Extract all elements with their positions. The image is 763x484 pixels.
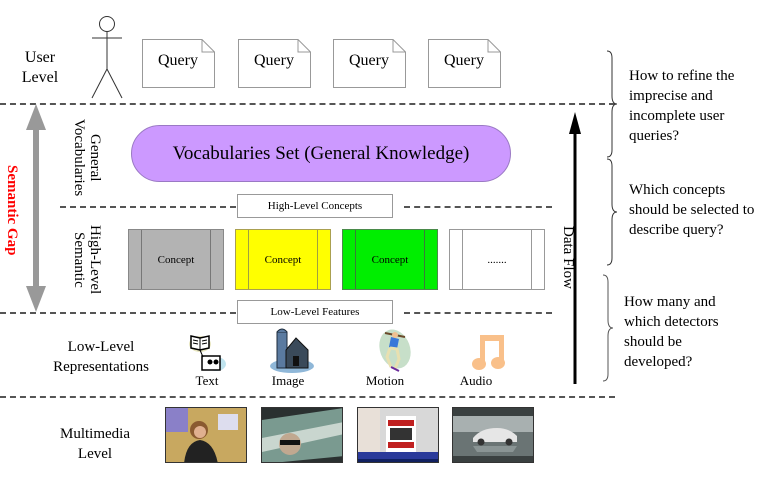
sunglasses-man-frame bbox=[262, 408, 342, 462]
semantic-gap-label: Semantic Gap bbox=[4, 164, 20, 256]
query-document: Query bbox=[428, 39, 501, 88]
motion-label: Motion bbox=[365, 373, 405, 388]
brace-icon bbox=[602, 274, 614, 382]
music-note-icon bbox=[472, 335, 505, 370]
document-icon bbox=[238, 39, 311, 88]
high-level-semantic-label: High-Level Semantic bbox=[71, 225, 103, 295]
concept-box: Concept bbox=[235, 229, 331, 290]
audio-label: Audio bbox=[459, 373, 493, 388]
separator-lowlevel bbox=[0, 396, 615, 398]
vocabularies-set: Vocabularies Set (General Knowledge) bbox=[131, 125, 511, 182]
news-anchor-frame bbox=[166, 408, 246, 462]
concept-box-more: ....... bbox=[449, 229, 545, 290]
video-thumbnail-car bbox=[452, 407, 534, 463]
query-document: Query bbox=[238, 39, 311, 88]
video-thumbnail-sunglasses bbox=[261, 407, 343, 463]
video-thumbnail-news bbox=[357, 407, 439, 463]
video-thumbnail-news-anchor bbox=[165, 407, 247, 463]
condi-hillary-news-frame bbox=[358, 408, 438, 462]
low-level-representations-label: Low-Level Representations bbox=[53, 339, 149, 375]
user-level-label: User Level bbox=[21, 49, 59, 86]
concept-box: Concept bbox=[128, 229, 224, 290]
brace-icon bbox=[606, 158, 618, 266]
separator-user bbox=[0, 103, 615, 105]
query-document: Query bbox=[142, 39, 215, 88]
brace-icon bbox=[606, 50, 618, 158]
separator-vocab bbox=[60, 206, 236, 208]
silver-car-frame bbox=[453, 408, 533, 462]
question-select-concepts: Which concepts should be selected to des… bbox=[629, 182, 755, 238]
high-level-concepts-tag: High-Level Concepts bbox=[237, 194, 393, 218]
multimedia-level-label: Multimedia Level bbox=[60, 426, 130, 462]
separator-vocab-right bbox=[404, 206, 552, 208]
stick-figure-icon bbox=[91, 16, 123, 99]
text-label: Text bbox=[195, 373, 219, 388]
barn-silo-icon bbox=[270, 328, 314, 373]
question-detectors: How many and which detectors should be d… bbox=[624, 294, 719, 370]
document-icon bbox=[142, 39, 215, 88]
book-computer-icon bbox=[189, 335, 226, 371]
question-refine-queries: How to refine the imprecise and incomple… bbox=[629, 68, 735, 144]
data-flow-label: Data Flow bbox=[560, 225, 576, 289]
image-label: Image bbox=[271, 373, 305, 388]
baseball-player-icon bbox=[379, 329, 411, 372]
general-vocabularies-label: General Vocabularies bbox=[71, 119, 103, 197]
document-icon bbox=[333, 39, 406, 88]
separator-semantic-right bbox=[404, 312, 552, 314]
concept-box: Concept bbox=[342, 229, 438, 290]
document-icon bbox=[428, 39, 501, 88]
semantic-gap-arrow bbox=[26, 104, 46, 312]
data-flow-arrow bbox=[569, 112, 581, 384]
low-level-features-tag: Low-Level Features bbox=[237, 300, 393, 324]
separator-semantic bbox=[0, 312, 236, 314]
query-document: Query bbox=[333, 39, 406, 88]
